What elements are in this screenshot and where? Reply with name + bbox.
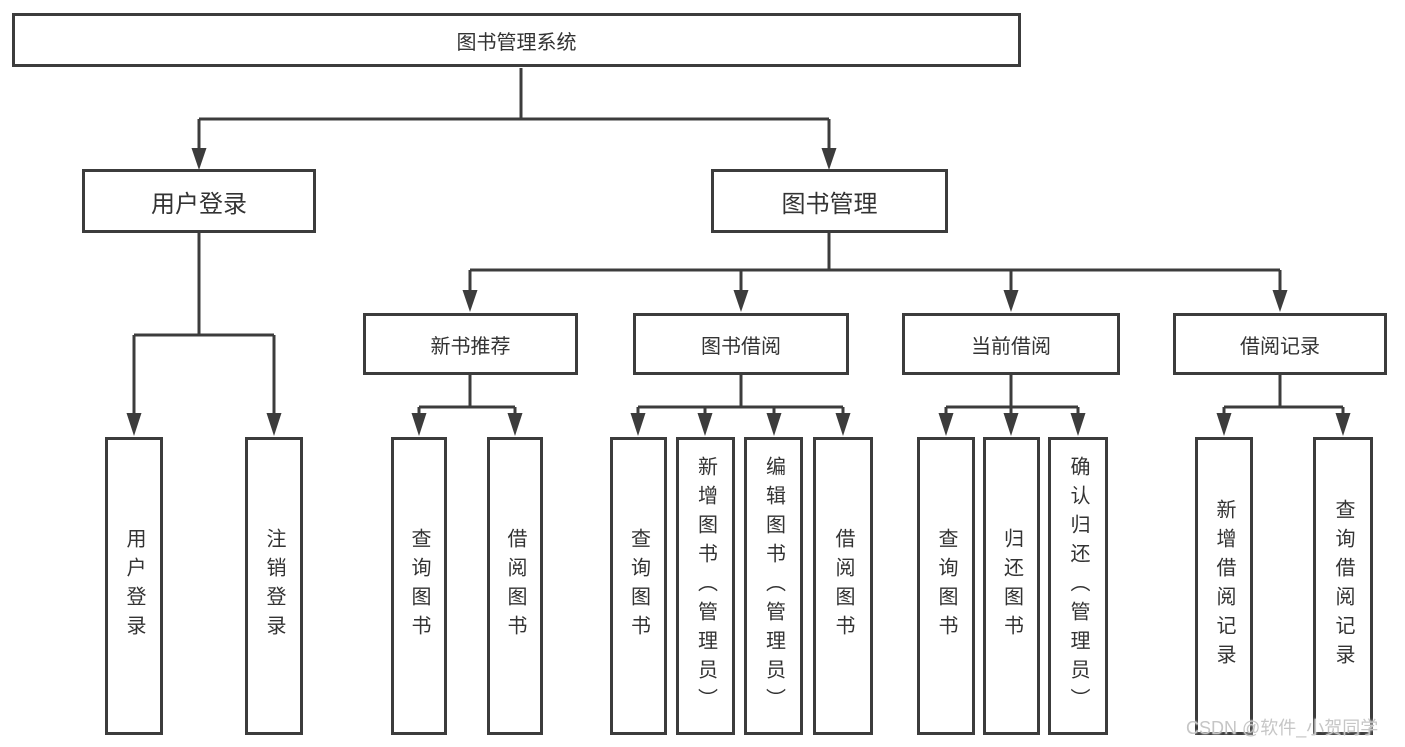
node-label: 注销登录 [263, 528, 285, 644]
arrowhead-icon [835, 413, 851, 436]
arrowhead-icon [126, 413, 142, 436]
node-label: 用户登录 [123, 528, 145, 644]
arrowhead-icon [191, 148, 207, 170]
node-borrowing-records: 借阅记录 [1173, 313, 1387, 375]
node-new-book-recommendation: 新书推荐 [363, 313, 578, 375]
node-book-management: 图书管理 [711, 169, 948, 233]
node-label: 新增借阅记录 [1213, 499, 1235, 673]
connector-new-book-recommendation-to-leaves [411, 375, 523, 436]
arrowhead-icon [766, 413, 782, 436]
node-label: 查询图书 [408, 528, 430, 644]
arrowhead-icon [1335, 413, 1351, 436]
leaf-edit-books-admin: 编辑图书（管理员） [744, 437, 803, 735]
node-label: 新增图书（管理员） [694, 455, 717, 717]
leaf-search-borrow-record: 查询借阅记录 [1313, 437, 1373, 735]
node-book-borrowing: 图书借阅 [633, 313, 849, 375]
arrowhead-icon [1003, 413, 1019, 436]
node-label: 借阅图书 [832, 528, 854, 644]
leaf-add-borrow-record: 新增借阅记录 [1195, 437, 1253, 735]
node-label: 查询借阅记录 [1332, 499, 1354, 673]
connector-user-login-to-leaves [126, 233, 282, 436]
node-label: 图书借阅 [701, 335, 781, 358]
leaf-user-login: 用户登录 [105, 437, 163, 735]
arrowhead-icon [1070, 413, 1086, 436]
leaf-search-books-current: 查询图书 [917, 437, 975, 735]
node-label: 借阅记录 [1240, 335, 1320, 358]
arrowhead-icon [1216, 413, 1232, 436]
arrowhead-icon [630, 413, 646, 436]
node-label: 图书管理 [781, 190, 878, 218]
csdn-watermark: CSDN @软件_小贺同学 [1186, 718, 1379, 738]
node-label: 确认归还（管理员） [1067, 455, 1089, 717]
arrowhead-icon [821, 148, 837, 170]
connector-book-management-to-level3 [462, 233, 1288, 312]
leaf-borrow-books-borrowing: 借阅图书 [813, 437, 873, 735]
leaf-borrow-books-recommend: 借阅图书 [487, 437, 543, 735]
arrowhead-icon [697, 413, 713, 436]
connector-borrowing-records-to-leaves [1216, 375, 1351, 436]
node-label: 编辑图书（管理员） [762, 455, 785, 717]
node-label: 新书推荐 [430, 335, 511, 358]
node-system-root: 图书管理系统 [12, 13, 1021, 67]
connector-current-borrowing-to-leaves [938, 375, 1086, 436]
arrowhead-icon [938, 413, 954, 436]
node-user-login: 用户登录 [82, 169, 316, 233]
arrowhead-icon [733, 290, 749, 312]
leaf-search-books-borrowing: 查询图书 [610, 437, 667, 735]
node-label: 归还图书 [1000, 528, 1023, 644]
leaf-logout-login: 注销登录 [245, 437, 303, 735]
connector-root-to-level2 [191, 68, 837, 170]
arrowhead-icon [411, 413, 427, 436]
node-label: 用户登录 [151, 190, 247, 218]
leaf-add-books-admin: 新增图书（管理员） [676, 437, 735, 735]
node-label: 当前借阅 [971, 335, 1051, 358]
arrowhead-icon [1272, 290, 1288, 312]
node-current-borrowing: 当前借阅 [902, 313, 1120, 375]
arrowhead-icon [462, 290, 478, 312]
leaf-confirm-return-admin: 确认归还（管理员） [1048, 437, 1108, 735]
leaf-return-books: 归还图书 [983, 437, 1040, 735]
node-label: 图书管理系统 [456, 31, 577, 54]
node-label: 借阅图书 [504, 528, 526, 644]
arrowhead-icon [1003, 290, 1019, 312]
node-label: 查询图书 [935, 528, 957, 644]
leaf-search-books-recommend: 查询图书 [391, 437, 447, 735]
arrowhead-icon [266, 413, 282, 436]
node-label: 查询图书 [627, 528, 650, 644]
arrowhead-icon [507, 413, 523, 436]
connector-book-borrowing-to-leaves [630, 375, 851, 436]
